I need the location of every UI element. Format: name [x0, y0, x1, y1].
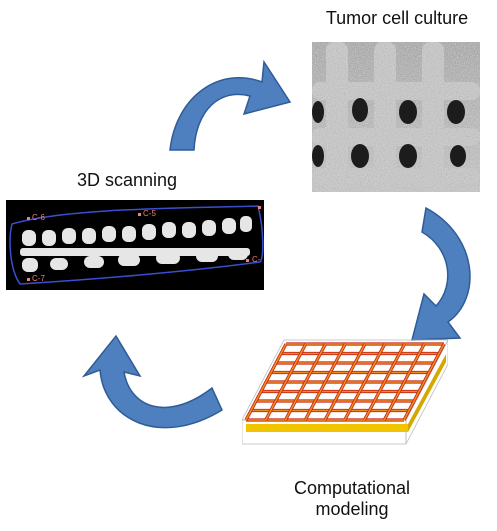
- lattice-strut: [344, 343, 386, 421]
- scan-cross-section-image: C-6 C-5 C-7 C-: [6, 200, 264, 290]
- arrow-model-to-scan: [81, 334, 223, 429]
- lattice-strut: [245, 343, 287, 421]
- marker-c-partial: C-: [252, 255, 261, 264]
- marker-c5: C-5: [143, 209, 156, 218]
- tumor-culture-label: Tumor cell culture: [325, 8, 469, 28]
- modeling-label: Computational modeling: [262, 478, 442, 520]
- lattice-strut: [363, 343, 406, 421]
- lattice-strut: [403, 343, 445, 421]
- lattice-strut: [304, 343, 346, 421]
- lattice-strut: [324, 343, 366, 421]
- lattice-strut: [265, 343, 307, 421]
- marker-c6: C-6: [32, 213, 45, 222]
- scanning-label: 3D scanning: [76, 170, 178, 190]
- computational-model-render: [242, 339, 448, 445]
- modeling-label-line1: Computational: [293, 478, 411, 498]
- marker-c7: C-7: [32, 274, 45, 283]
- lattice-strut: [284, 343, 327, 421]
- lattice-strut: [383, 343, 425, 421]
- arrow-scan-to-culture: [169, 59, 292, 151]
- tumor-culture-micrograph: [312, 42, 480, 192]
- modeling-label-line2: modeling: [315, 499, 389, 519]
- arrow-culture-to-model: [411, 206, 471, 341]
- model-lattice: [244, 342, 446, 422]
